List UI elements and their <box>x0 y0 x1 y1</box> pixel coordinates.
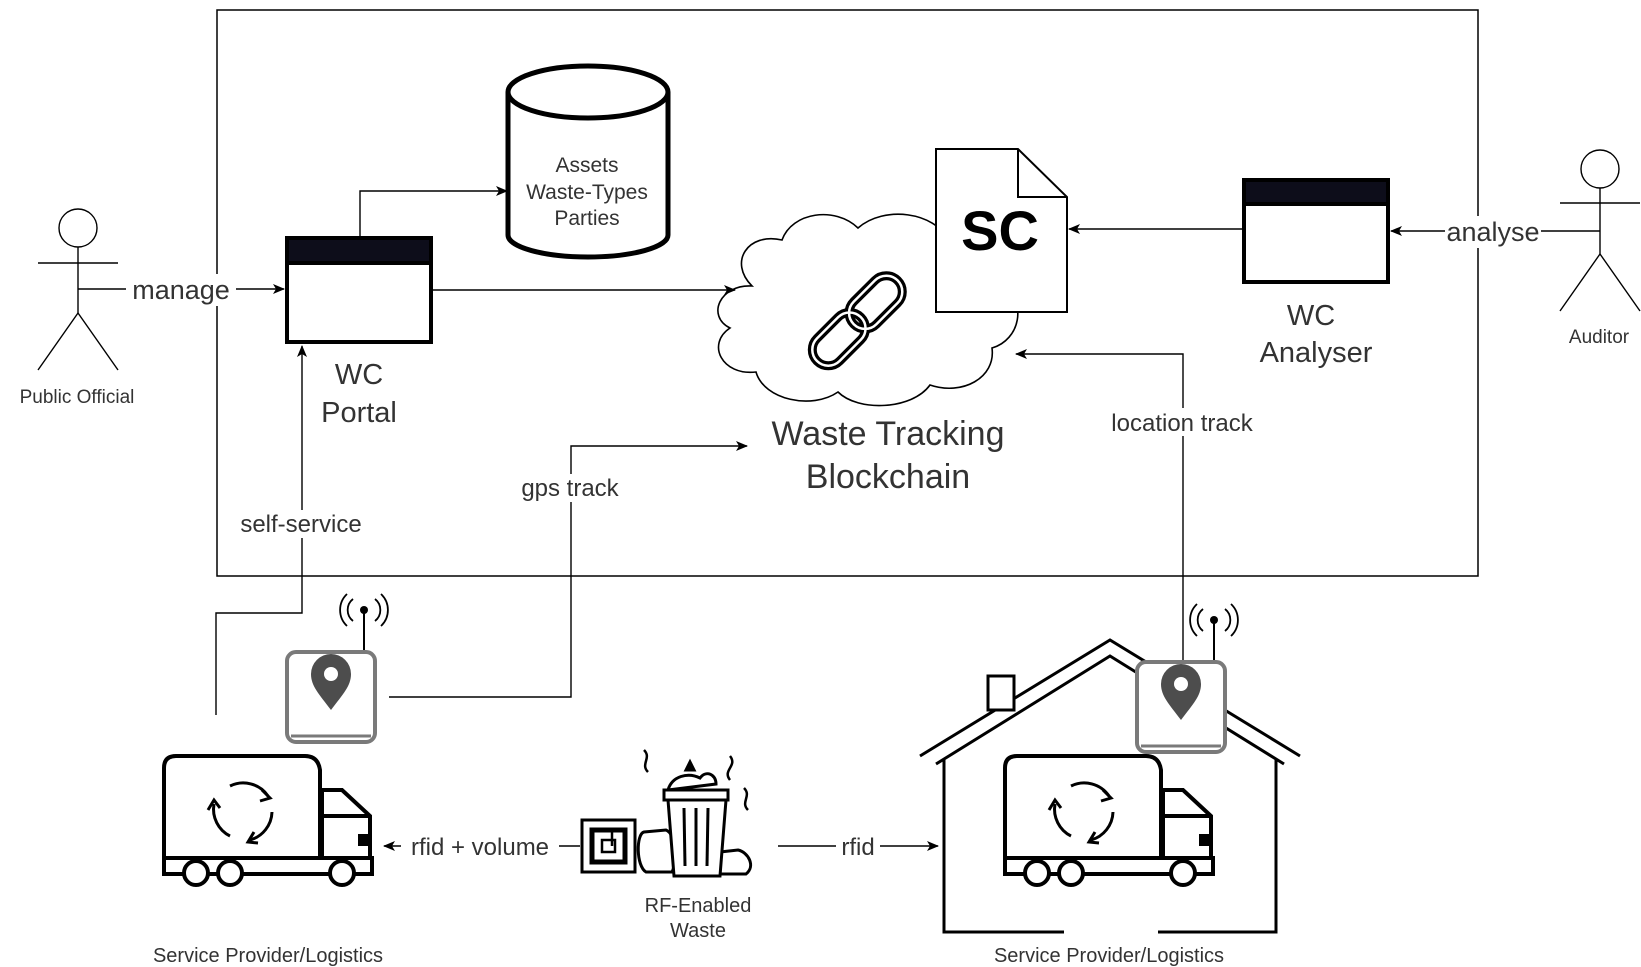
recycle-icon <box>1047 781 1115 845</box>
truck-icon <box>162 754 374 887</box>
recycle-icon <box>206 781 274 845</box>
provider-right-label: Service Provider/Logistics <box>994 945 1224 967</box>
person-icon <box>37 208 119 371</box>
smart-contract-component: SC <box>935 148 1068 313</box>
gps-tracker-icon <box>285 593 389 744</box>
manage-label: manage <box>132 275 230 305</box>
trash-can-icon <box>636 749 752 878</box>
rfid-volume-label: rfid + volume <box>411 834 549 861</box>
truck-icon <box>1003 754 1215 887</box>
blockchain-label-line1: Waste Tracking <box>771 415 1004 453</box>
edge-portal-database <box>359 186 508 236</box>
rfid-tag-icon <box>580 818 637 874</box>
edge-gps-track <box>389 441 748 698</box>
edge-self-service <box>215 345 307 715</box>
self-service-label: self-service <box>240 511 361 538</box>
gps-tracker-icon <box>1135 603 1239 754</box>
blockchain-label-line2: Blockchain <box>806 458 970 496</box>
chain-link-icon <box>807 271 907 371</box>
service-provider-left: Service Provider/Logistics <box>153 754 383 967</box>
wc-analyser-component: WC Analyser <box>1242 178 1390 369</box>
window-icon <box>1242 178 1390 284</box>
rf-waste-component: RF-Enabled Waste <box>580 749 752 942</box>
public-official-actor <box>37 208 119 371</box>
auditor-label: Auditor <box>1569 327 1630 348</box>
edge-labels: manage analyse self-service gps track lo… <box>126 216 1541 861</box>
wc-portal-label-line1: WC <box>335 359 383 391</box>
wc-portal-label-line2: Portal <box>321 397 397 429</box>
database-icon <box>505 63 671 260</box>
wc-analyser-label-line2: Analyser <box>1260 337 1373 369</box>
location-track-label: location track <box>1111 410 1253 437</box>
rf-waste-label-line2: Waste <box>670 920 726 942</box>
smart-contract-label: SC <box>961 199 1039 262</box>
analyse-label: analyse <box>1446 217 1539 247</box>
database-label-line1: Assets <box>555 154 618 177</box>
database-label-line3: Parties <box>554 207 619 230</box>
document-icon <box>935 148 1068 313</box>
database-label-line2: Waste-Types <box>526 181 648 204</box>
service-provider-right: Service Provider/Logistics <box>919 638 1301 967</box>
wc-portal-component: WC Portal <box>285 236 433 429</box>
person-icon <box>1559 149 1641 312</box>
public-official-label: Public Official <box>20 387 135 408</box>
rf-waste-label-line1: RF-Enabled <box>645 895 752 917</box>
rfid-label: rfid <box>841 834 874 861</box>
database-component: Assets Waste-Types Parties <box>505 63 671 260</box>
provider-left-label: Service Provider/Logistics <box>153 945 383 967</box>
auditor-actor <box>1559 149 1641 312</box>
gps-track-label: gps track <box>521 475 619 502</box>
window-icon <box>285 236 433 344</box>
wc-analyser-label-line1: WC <box>1287 300 1335 332</box>
edge-location-track <box>1015 349 1184 664</box>
